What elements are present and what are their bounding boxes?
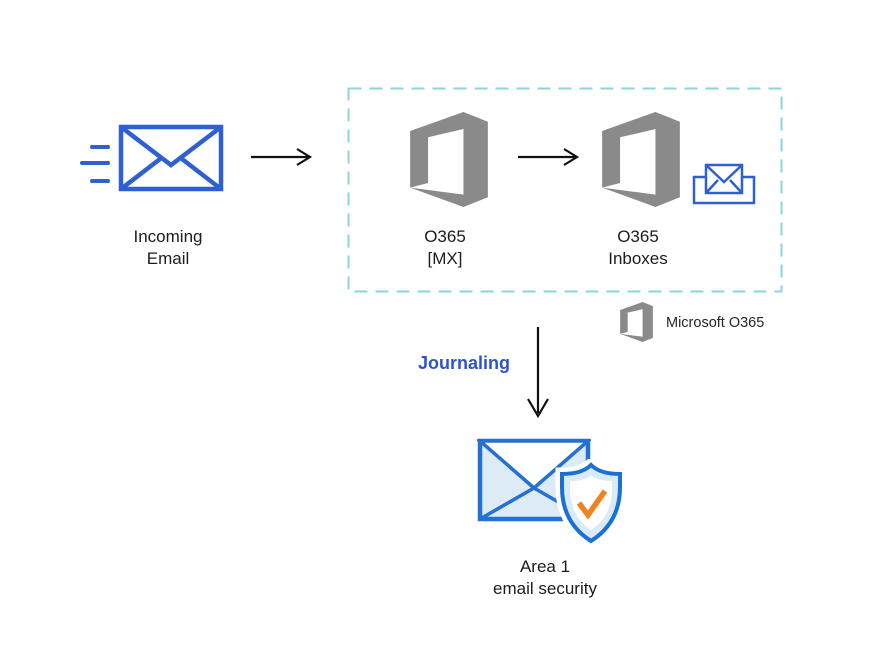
journaling-label: Journaling bbox=[418, 353, 511, 373]
speed-line-icon bbox=[90, 179, 110, 183]
inbox-envelope-icon bbox=[692, 163, 756, 205]
incoming-email-label: Incoming Email bbox=[133, 227, 203, 268]
area1-label: Area 1 email security bbox=[493, 557, 597, 598]
office365-logo-icon bbox=[410, 112, 488, 207]
incoming-envelope-icon bbox=[118, 124, 224, 192]
office365-logo-icon bbox=[602, 112, 680, 207]
checkmark bbox=[576, 489, 608, 520]
legend-label: Microsoft O365 bbox=[666, 315, 765, 331]
o365-mx-label: O365 [MX] bbox=[424, 227, 466, 268]
shield-check-icon bbox=[555, 459, 627, 549]
arrow-right-icon bbox=[518, 148, 580, 166]
arrow-down-icon bbox=[527, 327, 549, 419]
office365-logo-icon bbox=[620, 302, 653, 342]
o365-boundary-box bbox=[347, 87, 783, 293]
speed-line-icon bbox=[80, 161, 110, 165]
speed-line-icon bbox=[90, 145, 110, 149]
o365-inboxes-label: O365 Inboxes bbox=[608, 227, 668, 268]
arrow-right-icon bbox=[251, 148, 313, 166]
